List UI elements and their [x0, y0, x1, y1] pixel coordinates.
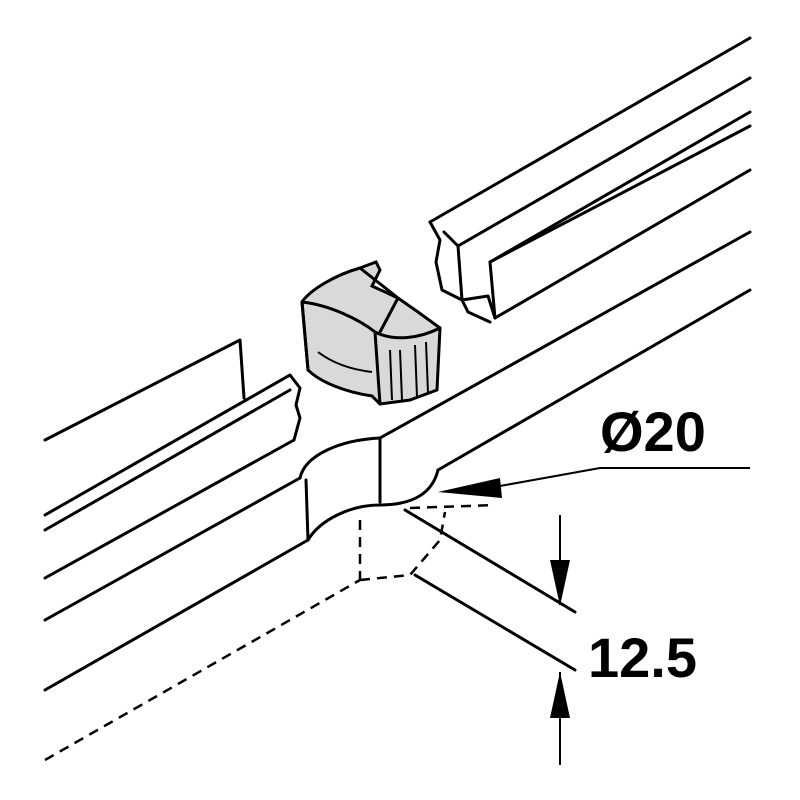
right-rail-profile: [428, 36, 752, 324]
dimension-diameter: [438, 467, 750, 498]
dimension-depth: [550, 515, 570, 765]
left-rail-profile: [43, 338, 302, 580]
diameter-label: Ø20: [600, 400, 706, 463]
board: [43, 230, 752, 692]
connector-part: [300, 260, 442, 406]
hidden-lines: [44, 503, 496, 762]
depth-label: 12.5: [588, 626, 697, 689]
